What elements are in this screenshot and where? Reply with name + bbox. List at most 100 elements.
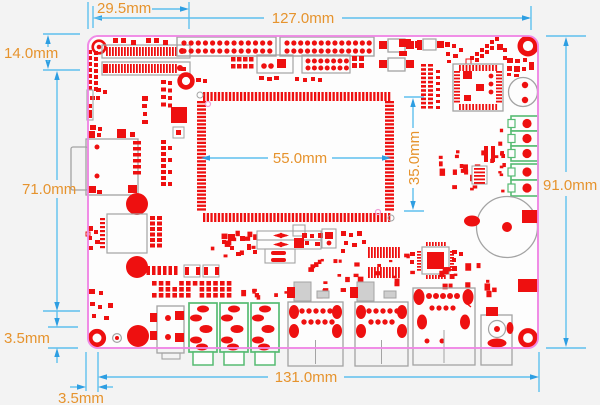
- pcb-feature: [253, 250, 257, 254]
- pcb-feature: [88, 131, 95, 138]
- pin-pad: [100, 242, 105, 245]
- pin-pad: [136, 47, 138, 56]
- pcb-feature: [452, 250, 457, 254]
- pcb-feature: [310, 92, 313, 101]
- pcb-feature: [522, 183, 532, 193]
- pcb-feature: [231, 64, 236, 69]
- pcb-feature: [197, 101, 206, 104]
- pin-pad: [475, 65, 478, 71]
- pcb-feature: [522, 118, 532, 129]
- pin-pad: [417, 263, 421, 265]
- pcb-feature: [280, 213, 283, 222]
- pcb-feature: [291, 92, 295, 101]
- pin-dot: [238, 40, 244, 46]
- pin-pad: [169, 64, 171, 73]
- pcb-feature: [385, 149, 394, 152]
- pin-pad: [121, 47, 123, 56]
- pcb-feature: [199, 281, 205, 286]
- pcb-feature: [146, 38, 151, 43]
- pin-pad: [395, 247, 397, 258]
- pin-pad: [465, 104, 468, 110]
- pin-pad: [130, 64, 132, 73]
- pcb-feature: [256, 54, 294, 74]
- pcb-feature: [221, 314, 233, 322]
- smd-pad: [465, 263, 472, 271]
- pcb-feature: [305, 241, 309, 245]
- pin-pad: [417, 257, 421, 259]
- pcb-feature: [150, 221, 155, 226]
- smd-pad: [404, 253, 410, 258]
- dimension-arrowhead: [410, 98, 416, 107]
- pin-pad: [145, 47, 147, 56]
- smd-pad: [442, 283, 448, 290]
- pcb-feature: [249, 64, 254, 69]
- pin-pad: [468, 104, 471, 110]
- smd-pad: [498, 171, 502, 174]
- pin-pad: [121, 64, 123, 73]
- pcb-feature: [128, 185, 137, 193]
- ethernet-jack: [412, 287, 476, 366]
- pcb-feature: [97, 133, 101, 137]
- pcb-feature: [497, 44, 503, 50]
- pcb-feature: [192, 281, 198, 286]
- pcb-feature: [247, 92, 250, 101]
- pin-dot: [284, 40, 290, 46]
- qfn-ic-footprint: [106, 213, 148, 254]
- qfn-ic-footprint: [421, 246, 450, 275]
- usb-stack-connector: [354, 301, 409, 367]
- pcb-feature: [181, 67, 186, 71]
- pcb-feature: [421, 68, 426, 71]
- pin-pad: [465, 65, 468, 71]
- pcb-feature: [150, 238, 155, 242]
- pcb-feature: [133, 159, 141, 163]
- pcb-feature: [385, 208, 394, 211]
- pcb-feature: [385, 163, 394, 167]
- pcb-feature: [163, 40, 168, 45]
- pcb-feature: [197, 163, 206, 167]
- pcb-feature: [515, 59, 520, 63]
- crystal-footprint: [387, 57, 406, 72]
- pcb-feature: [328, 92, 332, 101]
- pcb-feature: [388, 92, 391, 101]
- pcb-feature: [232, 213, 235, 222]
- pcb-feature: [399, 39, 411, 47]
- pin-pad: [444, 242, 446, 246]
- pin-dot: [311, 65, 317, 71]
- pcb-feature: [313, 308, 319, 314]
- smd-pad: [322, 288, 329, 293]
- pcb-feature: [213, 287, 218, 292]
- pcb-feature: [428, 89, 433, 92]
- pin-pad: [115, 64, 117, 73]
- pcb-feature: [220, 287, 225, 292]
- smd-pad: [252, 288, 256, 293]
- pin-dot: [339, 40, 345, 46]
- pcb-feature: [133, 147, 141, 151]
- pin-dot: [291, 40, 297, 46]
- pcb-feature: [437, 41, 444, 48]
- pcb-feature: [161, 146, 166, 150]
- pcb-feature: [152, 281, 157, 286]
- pcb-feature: [470, 56, 474, 60]
- pin-pad: [380, 247, 382, 258]
- pcb-feature: [161, 102, 166, 107]
- smd-pad: [337, 274, 342, 277]
- pcb-feature: [317, 213, 320, 222]
- pcb-feature: [380, 213, 383, 222]
- pin-pad: [426, 242, 428, 246]
- pin-pad: [115, 47, 117, 56]
- pcb-feature: [463, 71, 472, 79]
- pcb-feature: [97, 190, 102, 194]
- pin-pad: [454, 71, 460, 73]
- pcb-feature: [344, 241, 348, 245]
- pin-pad: [127, 47, 129, 56]
- pcb-feature: [133, 141, 141, 145]
- pin-dot: [181, 48, 187, 54]
- pcb-feature: [421, 97, 426, 101]
- pcb-feature: [226, 293, 232, 298]
- smd-pad: [453, 273, 458, 277]
- pcb-feature: [385, 141, 394, 144]
- pcb-feature: [397, 305, 407, 319]
- pcb-feature: [350, 287, 358, 298]
- pcb-feature: [179, 287, 184, 292]
- pcb-feature: [428, 64, 433, 67]
